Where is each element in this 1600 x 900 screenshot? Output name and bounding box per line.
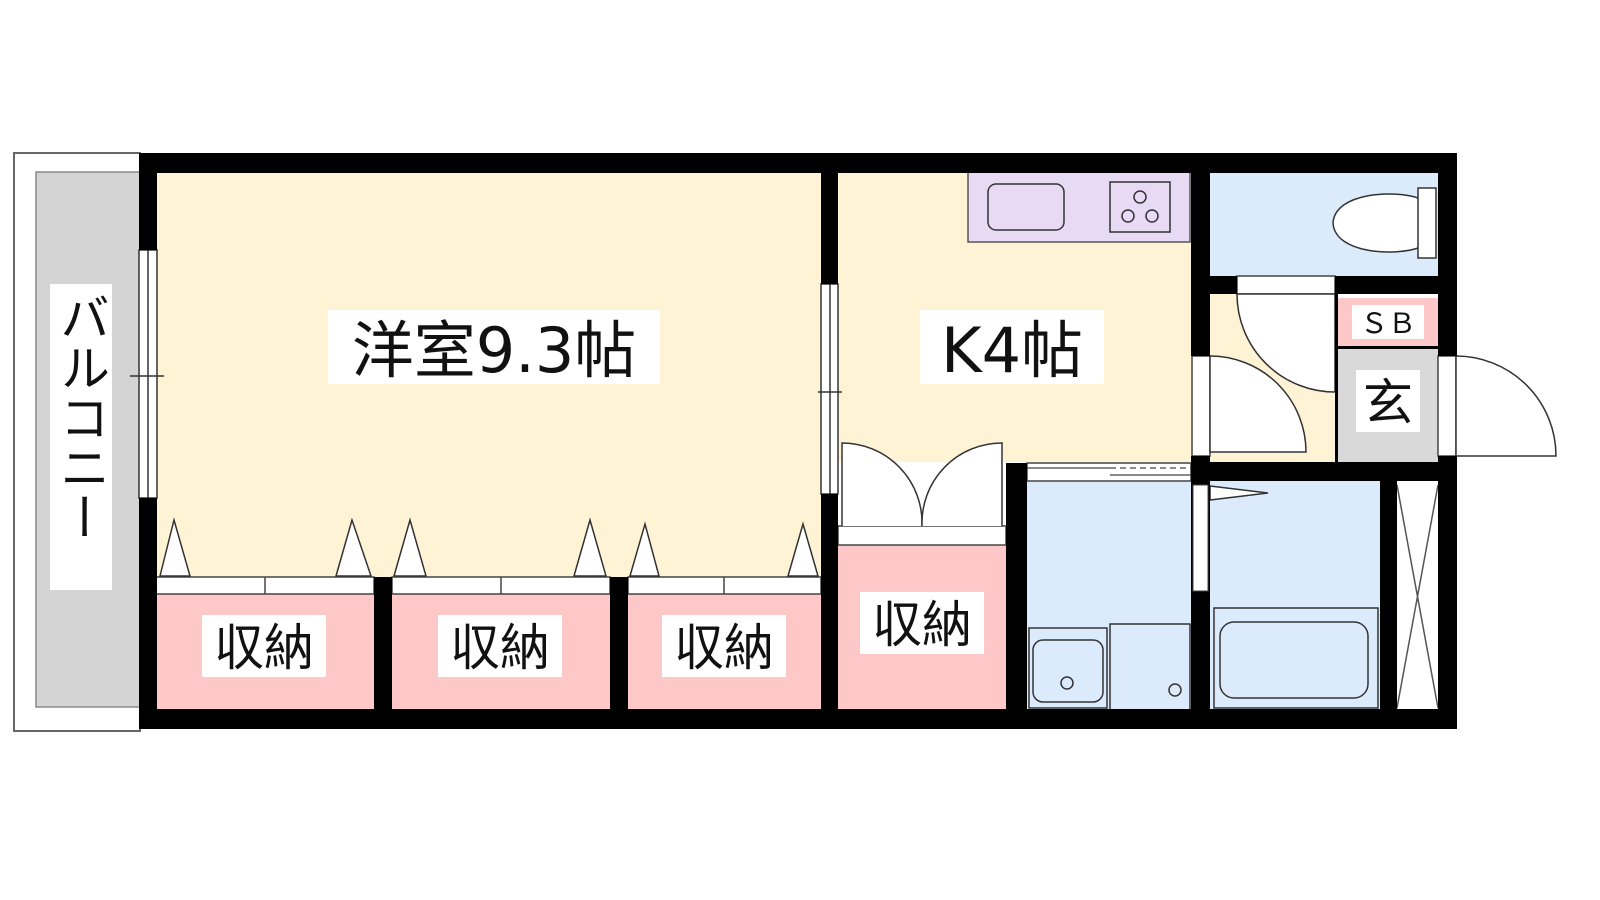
storage-sliding-doors bbox=[155, 576, 822, 595]
kitchen-label-bg bbox=[920, 310, 1104, 384]
closet-cross-line bbox=[1396, 484, 1439, 709]
kitchen-storage-door-swing-left bbox=[841, 442, 923, 527]
stove-burner-icon bbox=[1121, 209, 1135, 223]
storage-3-label-bg bbox=[662, 615, 786, 677]
washroom-sliding-door bbox=[1026, 462, 1192, 482]
kitchen-door-frame bbox=[1191, 355, 1211, 457]
storage-2-label-bg bbox=[438, 615, 562, 677]
front-door-swing bbox=[1455, 355, 1557, 457]
kitchen-label: K4帖 bbox=[941, 314, 1083, 387]
storage-1-label-bg bbox=[202, 615, 326, 677]
western-room-label-bg bbox=[328, 310, 660, 384]
toilet-door-swing bbox=[1236, 293, 1336, 393]
bathroom-floor bbox=[1210, 481, 1380, 710]
vanity-drain-icon bbox=[1060, 676, 1074, 690]
stove-burner-icon bbox=[1145, 209, 1159, 223]
sliding-door-marker-icons bbox=[159, 517, 819, 577]
balcony-label-bg bbox=[50, 284, 112, 590]
entrance-label-bg bbox=[1356, 370, 1420, 432]
vanity-icon bbox=[1028, 627, 1108, 709]
washroom-floor bbox=[1027, 481, 1191, 710]
storage-4-label-bg bbox=[860, 592, 984, 654]
shoe-box-label-bg bbox=[1352, 305, 1424, 339]
western-room-label: 洋室9.3帖 bbox=[352, 314, 637, 387]
bathtub-icon bbox=[1213, 607, 1379, 709]
kitchen-storage-door-swing-right bbox=[921, 442, 1003, 527]
storage-1-label: 収納 bbox=[214, 619, 314, 677]
washer-drain-icon bbox=[1168, 683, 1182, 697]
kitchen-storage-door-strip bbox=[837, 525, 1007, 546]
toilet-door-frame bbox=[1236, 275, 1336, 295]
kitchen-door-swing bbox=[1209, 355, 1307, 453]
walls bbox=[139, 153, 1457, 729]
toilet-icon bbox=[1332, 187, 1437, 259]
bath-wall-lower bbox=[1191, 596, 1210, 709]
balcony-label: バルコニー bbox=[52, 292, 110, 542]
stove-icon bbox=[1109, 181, 1171, 233]
sink-icon bbox=[987, 183, 1065, 231]
entrance-label: 玄 bbox=[1363, 374, 1413, 432]
bathtub-inner-icon bbox=[1219, 621, 1369, 699]
storage-3-label: 収納 bbox=[674, 619, 774, 677]
shoe-box-label: ＳＢ bbox=[1360, 307, 1416, 340]
bath-door-gap bbox=[1192, 484, 1209, 592]
front-door-frame bbox=[1437, 355, 1457, 457]
storage-4-label: 収納 bbox=[872, 596, 972, 654]
stove-burner-icon bbox=[1133, 190, 1147, 204]
vanity-basin-icon bbox=[1032, 639, 1104, 703]
storage-2-label: 収納 bbox=[450, 619, 550, 677]
